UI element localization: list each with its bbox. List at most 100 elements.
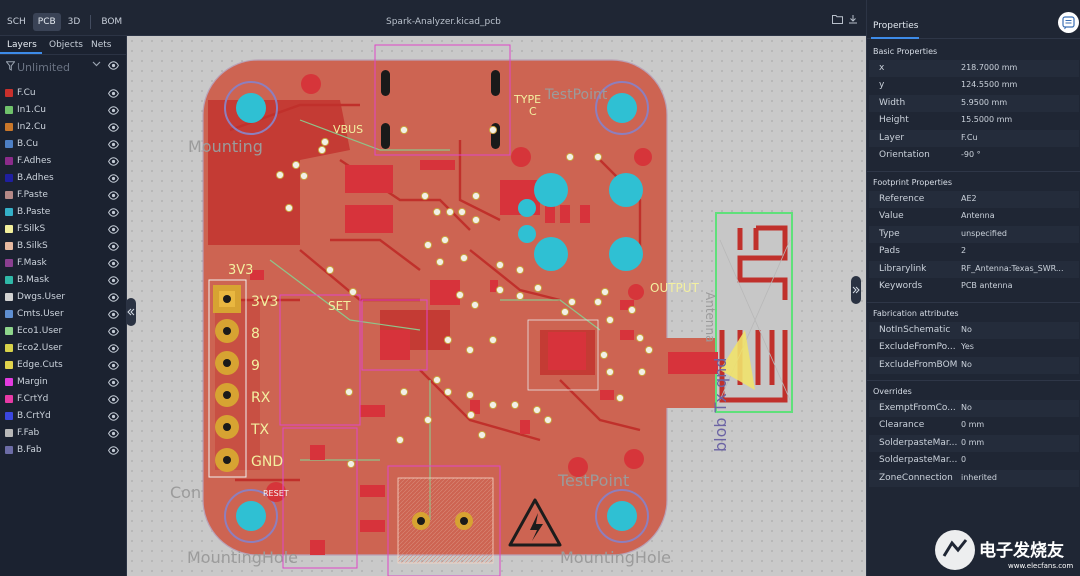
property-value[interactable]: inherited bbox=[961, 472, 997, 482]
tab-layers[interactable]: Layers bbox=[0, 36, 42, 54]
property-value[interactable]: AE2 bbox=[961, 194, 977, 203]
layer-row[interactable]: B.Paste bbox=[0, 204, 127, 221]
property-value[interactable]: No bbox=[961, 325, 972, 334]
property-value[interactable]: 0 mm bbox=[961, 420, 985, 430]
layer-row[interactable]: Cmts.User bbox=[0, 306, 127, 323]
property-value[interactable]: Antenna bbox=[961, 211, 995, 221]
property-value[interactable]: 0 bbox=[961, 455, 967, 465]
layer-row[interactable]: In1.Cu bbox=[0, 102, 127, 119]
tab-objects[interactable]: Objects bbox=[49, 40, 84, 50]
layer-row[interactable]: F.Paste bbox=[0, 187, 127, 204]
chevron-down-icon[interactable] bbox=[92, 60, 101, 70]
eye-icon[interactable] bbox=[108, 276, 119, 285]
tab-nets[interactable]: Nets bbox=[91, 40, 112, 50]
eye-icon[interactable] bbox=[108, 89, 119, 98]
layer-row[interactable]: F.CrtYd bbox=[0, 391, 127, 408]
property-row[interactable]: ExcludeFromPo...Yes bbox=[869, 339, 1079, 356]
eye-icon[interactable] bbox=[108, 412, 119, 421]
layer-row[interactable]: In2.Cu bbox=[0, 119, 127, 136]
property-row[interactable]: SolderpasteMar...0 bbox=[869, 452, 1079, 469]
property-value[interactable]: 124.5500 mm bbox=[961, 80, 1018, 90]
tab-3d[interactable]: 3D bbox=[67, 17, 81, 27]
message-icon[interactable] bbox=[1058, 12, 1079, 33]
layer-row[interactable]: F.SilkS bbox=[0, 221, 127, 238]
eye-icon[interactable] bbox=[108, 208, 119, 217]
property-value[interactable]: No bbox=[961, 359, 972, 369]
property-value[interactable]: 15.5000 mm bbox=[961, 115, 1013, 125]
layer-row[interactable]: Margin bbox=[0, 374, 127, 391]
property-value[interactable]: 0 mm bbox=[961, 437, 985, 447]
layer-row[interactable]: Eco2.User bbox=[0, 340, 127, 357]
layer-row[interactable]: B.Adhes bbox=[0, 170, 127, 187]
property-value[interactable]: 5.9500 mm bbox=[961, 97, 1008, 107]
eye-icon[interactable] bbox=[108, 123, 119, 132]
layer-row[interactable]: F.Mask bbox=[0, 255, 127, 272]
layer-row[interactable]: B.Fab bbox=[0, 442, 127, 459]
pcb-canvas[interactable]: 3V3 3V3 8 9 RX TX GND VBUS TYPE C OUTPUT… bbox=[127, 36, 866, 576]
property-value[interactable]: No bbox=[961, 403, 972, 412]
property-value[interactable]: F.Cu bbox=[961, 132, 978, 142]
eye-icon[interactable] bbox=[108, 446, 119, 455]
eye-icon[interactable] bbox=[108, 242, 119, 251]
eye-icon[interactable] bbox=[108, 191, 119, 200]
property-row[interactable]: Orientation-90 ° bbox=[869, 147, 1079, 164]
eye-icon[interactable] bbox=[108, 327, 119, 336]
eye-icon[interactable] bbox=[108, 429, 119, 438]
collapse-right-button[interactable] bbox=[851, 276, 861, 304]
layer-row[interactable]: Edge.Cuts bbox=[0, 357, 127, 374]
property-value[interactable]: unspecified bbox=[961, 228, 1007, 238]
eye-icon[interactable] bbox=[108, 293, 119, 302]
layer-row[interactable]: Dwgs.User bbox=[0, 289, 127, 306]
tab-pcb[interactable]: PCB bbox=[32, 13, 61, 31]
property-value[interactable]: PCB antenna bbox=[961, 281, 1013, 290]
layer-row[interactable]: B.Cu bbox=[0, 136, 127, 153]
layer-row[interactable]: F.Fab bbox=[0, 425, 127, 442]
collapse-left-button[interactable] bbox=[127, 298, 136, 326]
layer-row[interactable]: Eco1.User bbox=[0, 323, 127, 340]
eye-icon[interactable] bbox=[108, 157, 119, 166]
property-value[interactable]: RF_Antenna:Texas_SWR... bbox=[961, 263, 1064, 273]
property-row[interactable]: SolderpasteMar...0 mm bbox=[869, 434, 1079, 452]
tab-bom[interactable]: BOM bbox=[101, 17, 123, 27]
property-value[interactable]: 218.7000 mm bbox=[961, 63, 1018, 72]
tab-sch[interactable]: SCH bbox=[7, 17, 26, 27]
layer-row[interactable]: B.SilkS bbox=[0, 238, 127, 255]
layer-row[interactable]: B.CrtYd bbox=[0, 408, 127, 425]
property-value[interactable]: Yes bbox=[961, 342, 974, 352]
folder-icon[interactable] bbox=[831, 14, 843, 26]
eye-icon[interactable] bbox=[108, 361, 119, 370]
property-row[interactable]: ExemptFromCo...No bbox=[869, 400, 1079, 417]
eye-icon[interactable] bbox=[108, 106, 119, 115]
eye-icon[interactable] bbox=[108, 310, 119, 319]
property-value[interactable]: -90 ° bbox=[961, 150, 981, 159]
properties-title[interactable]: Properties bbox=[873, 21, 919, 31]
layer-row[interactable]: F.Cu bbox=[0, 85, 127, 102]
property-value[interactable]: 2 bbox=[961, 246, 967, 256]
eye-icon[interactable] bbox=[108, 395, 119, 404]
eye-icon[interactable] bbox=[108, 61, 119, 73]
eye-icon[interactable] bbox=[108, 344, 119, 353]
eye-icon[interactable] bbox=[108, 225, 119, 234]
layer-row[interactable]: F.Adhes bbox=[0, 153, 127, 170]
layer-row[interactable]: B.Mask bbox=[0, 272, 127, 289]
filter-select[interactable]: Unlimited bbox=[17, 61, 70, 74]
eye-icon[interactable] bbox=[108, 140, 119, 149]
eye-icon[interactable] bbox=[108, 259, 119, 268]
eye-icon[interactable] bbox=[108, 174, 119, 183]
download-icon[interactable] bbox=[847, 14, 859, 26]
